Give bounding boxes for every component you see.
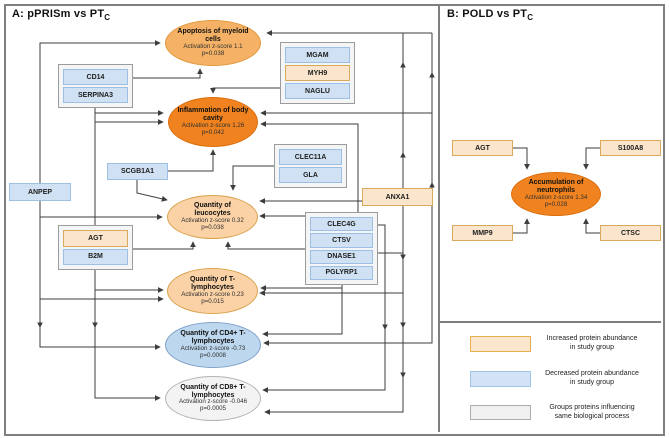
process-node-quantity-cd8-t-lymphocytes: Quantity of CD8+ T-lymphocytes Activatio… [165, 376, 261, 421]
legend-label-decreased: Decreased protein abundance in study gro… [545, 370, 639, 387]
protein-box-pglyrp1: PGLYRP1 [310, 265, 373, 280]
legend-swatch-decreased [470, 371, 531, 387]
protein-box-mgam: MGAM [285, 47, 350, 63]
legend-label-group: Groups proteins influencing same biologi… [549, 404, 635, 421]
protein-group-mgam-myh9-naglu: MGAM MYH9 NAGLU [280, 42, 355, 104]
protein-box-naglu: NAGLU [285, 83, 350, 99]
protein-box-b-s100a8: S100A8 [600, 140, 661, 156]
protein-box-b2m: B2M [63, 248, 128, 265]
legend-divider-horizontal [440, 321, 661, 323]
legend-swatch-increased [470, 336, 531, 352]
process-node-quantity-leucocytes: Quantity of leucocytes Activation z-scor… [167, 195, 258, 239]
protein-box-anpep: ANPEP [9, 183, 71, 201]
process-node-quantity-cd4-t-lymphocytes: Quantity of CD4+ T-lymphocytes Activatio… [165, 322, 261, 368]
protein-box-ctsv: CTSV [310, 233, 373, 248]
protein-box-b-ctsc: CTSC [600, 225, 661, 241]
protein-box-clec11a: CLEC11A [279, 149, 342, 165]
protein-box-serpina3: SERPINA3 [63, 87, 128, 103]
process-node-accumulation-neutrophils: Accumulation of neutrophils Activation z… [511, 172, 601, 216]
protein-group-agt-b2m: AGT B2M [58, 225, 133, 270]
panel-b-title: B: POLD vs PTC [447, 8, 534, 23]
protein-box-b-agt: AGT [452, 140, 513, 156]
protein-box-cd14: CD14 [63, 69, 128, 85]
process-node-apoptosis-myeloid-cells: Apoptosis of myeloid cells Activation z-… [165, 20, 261, 66]
protein-group-cd14-serpina3: CD14 SERPINA3 [58, 64, 133, 108]
protein-box-dnase1: DNASE1 [310, 249, 373, 264]
process-node-inflammation-body-cavity: Inflammation of body cavity Activation z… [168, 97, 258, 147]
protein-group-clec11a-gla: CLEC11A GLA [274, 144, 347, 188]
protein-box-myh9: MYH9 [285, 65, 350, 81]
protein-box-clec4g: CLEC4G [310, 217, 373, 232]
legend-swatch-group [470, 405, 531, 420]
panel-a-title: A: pPRISm vs PTC [12, 8, 111, 23]
protein-box-gla: GLA [279, 167, 342, 183]
protein-box-agt: AGT [63, 230, 128, 247]
protein-group-clec4g-ctsv-dnase1-pglyrp1: CLEC4G CTSV DNASE1 PGLYRP1 [305, 212, 378, 285]
protein-box-scgb1a1: SCGB1A1 [107, 163, 168, 180]
legend-label-increased: Increased protein abundance in study gro… [546, 335, 638, 352]
process-node-quantity-t-lymphocytes: Quantity of T-lymphocytes Activation z-s… [167, 268, 258, 314]
trunk-flow-arrowheads [37, 62, 435, 378]
protein-box-b-mmp9: MMP9 [452, 225, 513, 241]
panel-divider-vertical [438, 4, 440, 432]
figure-outer-border [4, 4, 665, 436]
protein-box-anxa1: ANXA1 [362, 188, 433, 206]
